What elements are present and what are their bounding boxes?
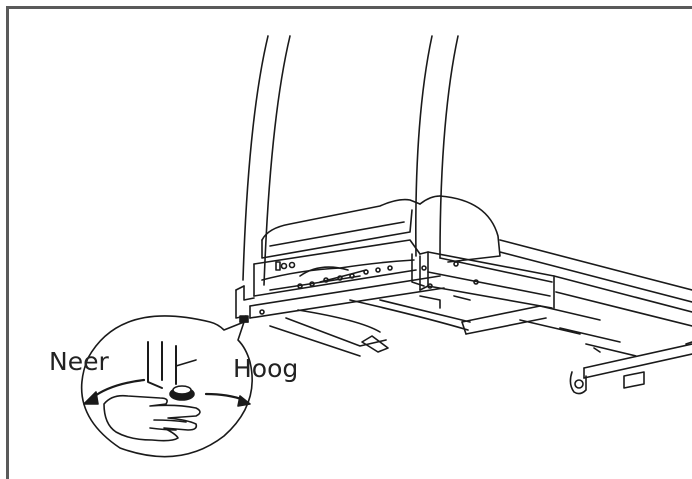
raise-label: Hoog — [233, 354, 299, 383]
hand-icon — [103, 394, 201, 442]
motor-hood — [261, 195, 501, 271]
frame-border-top — [6, 6, 692, 9]
curved-arrow-right-icon — [204, 392, 251, 407]
curved-arrow-left-icon — [83, 378, 146, 405]
frame-border-left — [6, 6, 9, 479]
front-crossbar — [249, 275, 445, 319]
leveling-foot-main — [239, 315, 249, 323]
lower-label: Neer — [49, 347, 109, 376]
right-upright — [415, 35, 459, 259]
left-upright — [242, 35, 291, 286]
detail-callout — [80, 315, 253, 458]
rear-feet — [569, 341, 692, 395]
under-frame — [269, 295, 637, 357]
side-rail — [427, 239, 692, 327]
right-bracket — [411, 251, 429, 291]
